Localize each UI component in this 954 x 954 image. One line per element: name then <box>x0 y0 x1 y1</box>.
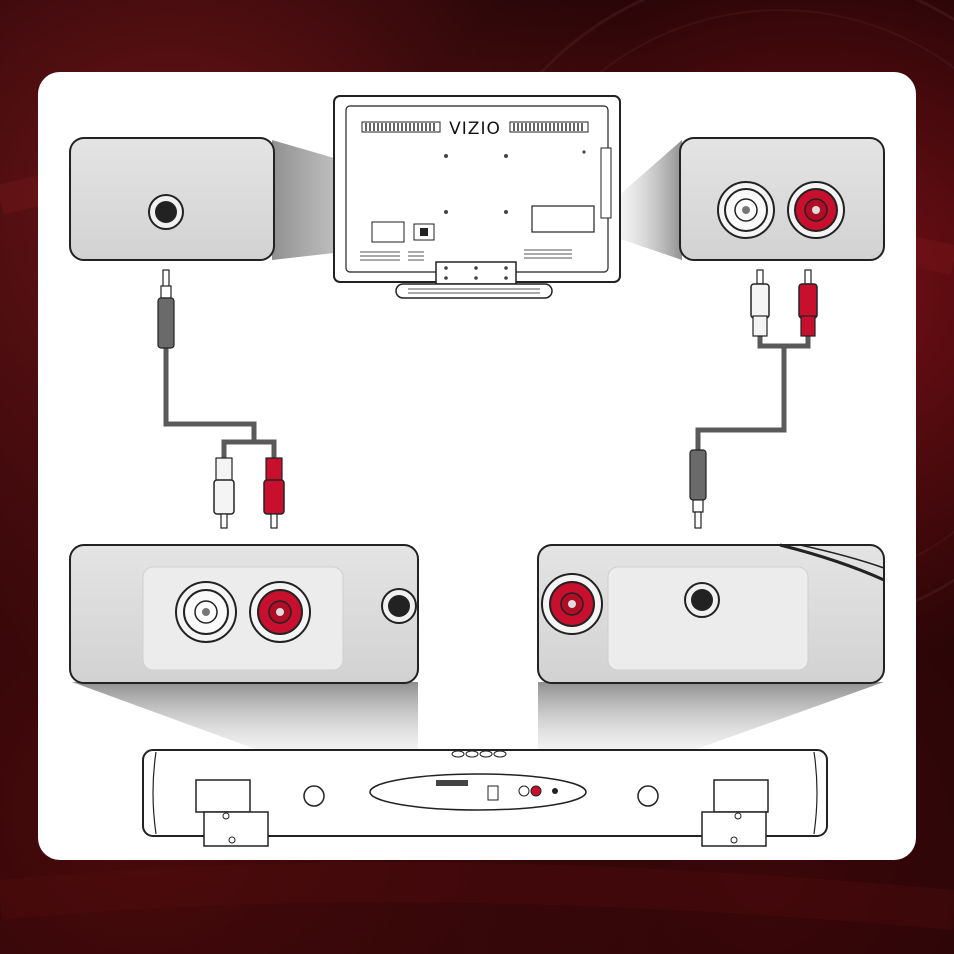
tv-headphone-output-callout <box>70 138 274 260</box>
tv-io-panel <box>532 206 594 232</box>
cable-wire-left <box>166 346 274 460</box>
soundbar-rca-input-callout <box>70 545 418 683</box>
rca-jack-red-edge-icon <box>542 574 602 634</box>
soundbar-rca-plate <box>143 567 343 670</box>
tv-side-jack-strip <box>601 148 611 218</box>
soundbar-speaker-left <box>304 786 324 806</box>
plug-35mm-icon <box>158 270 174 348</box>
tv-vent-top-right <box>510 122 588 132</box>
tv-brand-logo: VIZIO <box>449 119 501 139</box>
soundbar-aux-port <box>552 788 558 794</box>
headphone-jack-icon <box>149 195 183 229</box>
cable-35mm-to-rca <box>158 270 284 528</box>
rca-plug-white-top-icon <box>751 270 769 336</box>
soundbar-rca-port-white <box>519 786 529 796</box>
tv-power-socket-pin <box>420 228 428 236</box>
rca-plug-red-icon <box>264 458 284 528</box>
rca-plug-red-top-icon <box>799 270 817 336</box>
tv-vent-top-left <box>362 122 440 132</box>
soundbar-rear <box>143 750 827 846</box>
aux-input-jack-icon <box>685 583 719 617</box>
tv-rear: VIZIO <box>334 96 620 298</box>
plug-35mm-bottom-icon <box>690 450 706 528</box>
rca-plug-white-icon <box>214 458 234 528</box>
soundbar-aux-plate <box>608 567 808 670</box>
rca-jack-red-input-icon <box>250 582 310 642</box>
tv-label-plate <box>372 222 404 242</box>
cable-wire-right <box>698 334 808 452</box>
tv-rca-output-callout <box>680 138 884 260</box>
tv-stand-base <box>396 284 552 298</box>
rca-jack-white-icon <box>718 182 774 238</box>
soundbar-label-slot <box>436 780 468 786</box>
soundbar-rca-port-red <box>531 786 541 796</box>
soundbar-power-port <box>488 786 498 800</box>
cable-rca-to-35mm <box>690 270 817 528</box>
soundbar-aux-input-callout <box>538 545 884 683</box>
rca-jack-white-input-icon <box>176 582 236 642</box>
soundbar-speaker-right <box>638 786 658 806</box>
tv-stand-neck <box>436 262 516 284</box>
soundbar-round-jack-icon <box>382 589 416 623</box>
rca-jack-red-icon <box>788 182 844 238</box>
